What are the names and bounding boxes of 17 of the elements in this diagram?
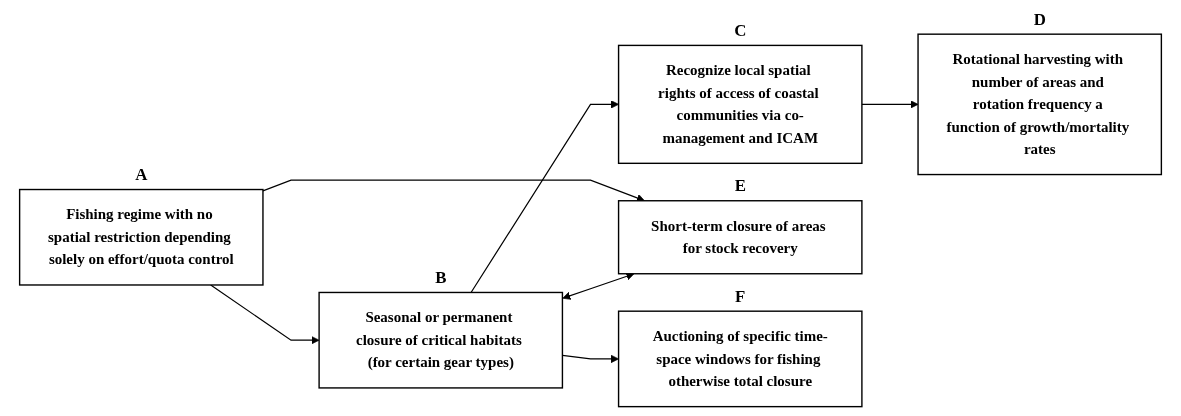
arrow <box>210 284 320 345</box>
panel-letter: B <box>435 268 447 288</box>
node-box: Recognize local spatial rights of access of coastal communities via co-management and ICAM <box>617 44 863 164</box>
arrow <box>262 179 645 202</box>
node-box: Seasonal or permanent closure of critical habitats (for certain gear types) <box>318 291 564 389</box>
panel-letter: F <box>735 286 746 306</box>
node-box: Rotational harvesting with number of areas and rotation frequency a function of growth/mortality rates <box>917 33 1163 176</box>
panel-letter: C <box>734 21 747 41</box>
node-box: Short-term closure of areas for stock recovery <box>617 200 863 275</box>
arrow <box>470 100 619 294</box>
arrow <box>861 100 919 109</box>
node-box: Auctioning of specific time-space windows for fishing otherwise total closure <box>617 310 863 408</box>
panel-letter: D <box>1033 9 1046 29</box>
arrow <box>562 272 635 300</box>
node-box: Fishing regime with no spatial restriction depending solely on effort/quota control <box>18 188 264 286</box>
panel-letter: A <box>135 165 148 185</box>
panel-letter: E <box>734 176 746 196</box>
